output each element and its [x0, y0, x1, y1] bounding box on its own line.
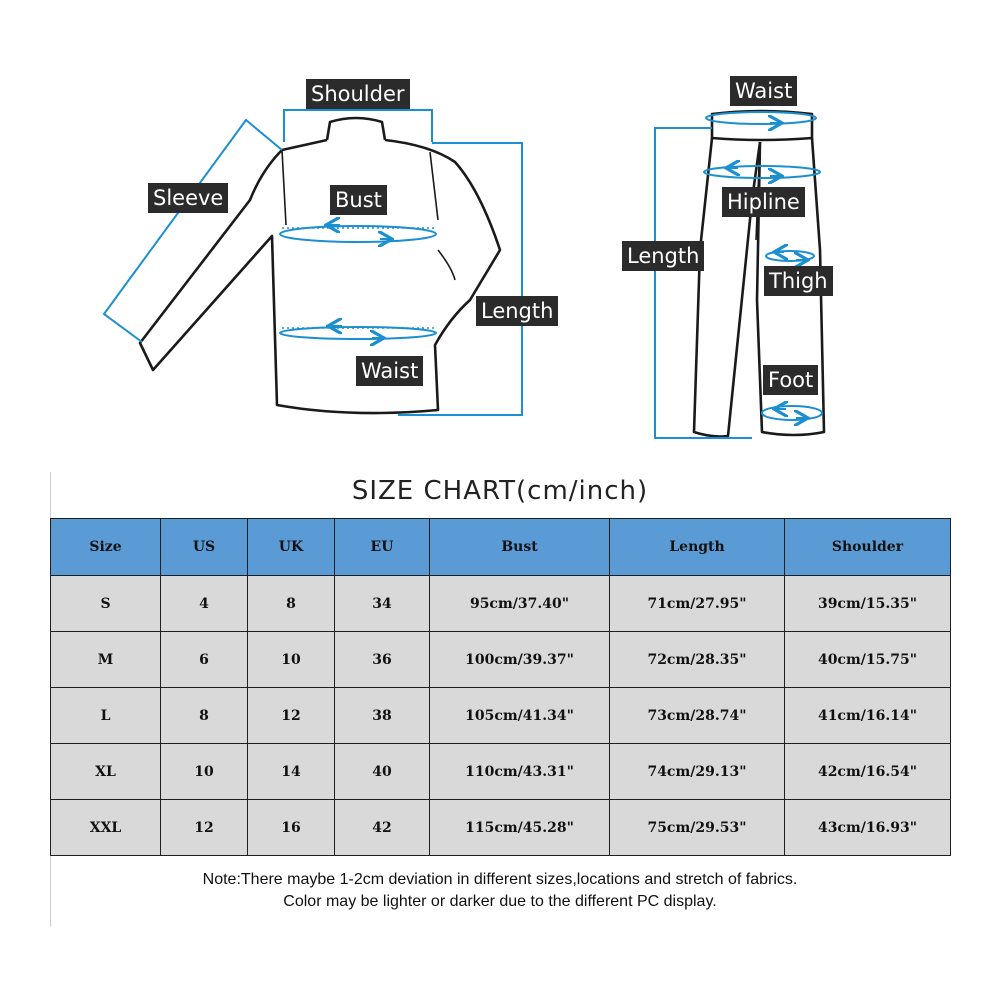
note-line-2: Color may be lighter or darker due to th…	[283, 893, 717, 910]
table-cell: 38	[334, 687, 430, 744]
table-cell: 41cm/16.14"	[784, 687, 951, 744]
column-header: UK	[247, 518, 335, 576]
label-pants-waist: Waist	[730, 76, 798, 106]
table-cell: 40	[334, 743, 430, 800]
measurement-diagram: Shoulder Sleeve Bust Length Waist Waist …	[0, 0, 1000, 450]
garment-illustration	[102, 109, 826, 439]
table-cell: 43cm/16.93"	[784, 799, 951, 856]
pants-garment	[692, 109, 826, 438]
table-cell: 10	[247, 631, 335, 688]
table-cell: 105cm/41.34"	[429, 687, 610, 744]
pants-measure-lines	[654, 111, 823, 439]
label-shoulder: Shoulder	[306, 79, 410, 109]
table-cell: 42	[334, 799, 430, 856]
table-cell: 100cm/39.37"	[429, 631, 610, 688]
table-cell: 6	[160, 631, 248, 688]
label-sleeve: Sleeve	[148, 183, 229, 213]
table-cell: 115cm/45.28"	[429, 799, 610, 856]
column-header: Bust	[429, 518, 610, 576]
table-cell: 12	[160, 799, 248, 856]
table-cell: 95cm/37.40"	[429, 575, 610, 632]
table-cell: 12	[247, 687, 335, 744]
label-pants-length: Length	[622, 241, 705, 271]
table-cell: 39cm/15.35"	[784, 575, 951, 632]
column-header: US	[160, 518, 248, 576]
column-header: Shoulder	[784, 518, 951, 576]
column-header: Length	[609, 518, 785, 576]
table-cell: XL	[50, 743, 161, 800]
table-cell: 16	[247, 799, 335, 856]
table-cell: 42cm/16.54"	[784, 743, 951, 800]
table-cell: 8	[247, 575, 335, 632]
top-measure-lines	[102, 109, 523, 416]
label-bust: Bust	[330, 185, 387, 215]
label-top-length: Length	[476, 296, 559, 326]
table-cell: S	[50, 575, 161, 632]
label-top-waist: Waist	[356, 356, 424, 386]
note-line-1: Note:There maybe 1-2cm deviation in diff…	[202, 871, 798, 888]
column-header: Size	[50, 518, 161, 576]
table-cell: 14	[247, 743, 335, 800]
table-cell: 8	[160, 687, 248, 744]
table-cell: 34	[334, 575, 430, 632]
label-hipline: Hipline	[722, 187, 805, 217]
label-thigh: Thigh	[764, 266, 833, 296]
table-cell: L	[50, 687, 161, 744]
top-garment	[138, 116, 502, 415]
table-cell: 110cm/43.31"	[429, 743, 610, 800]
deviation-note: Note:There maybe 1-2cm deviation in diff…	[0, 869, 1000, 913]
column-header: EU	[334, 518, 430, 576]
table-cell: 75cm/29.53"	[609, 799, 785, 856]
table-cell: 73cm/28.74"	[609, 687, 785, 744]
table-cell: 72cm/28.35"	[609, 631, 785, 688]
table-cell: 71cm/27.95"	[609, 575, 785, 632]
table-cell: 4	[160, 575, 248, 632]
table-cell: XXL	[50, 799, 161, 856]
table-cell: 10	[160, 743, 248, 800]
table-cell: 74cm/29.13"	[609, 743, 785, 800]
table-cell: 36	[334, 631, 430, 688]
table-cell: 40cm/15.75"	[784, 631, 951, 688]
label-foot: Foot	[763, 365, 819, 395]
table-cell: M	[50, 631, 161, 688]
size-chart-title: SIZE CHART(cm/inch)	[351, 476, 649, 506]
